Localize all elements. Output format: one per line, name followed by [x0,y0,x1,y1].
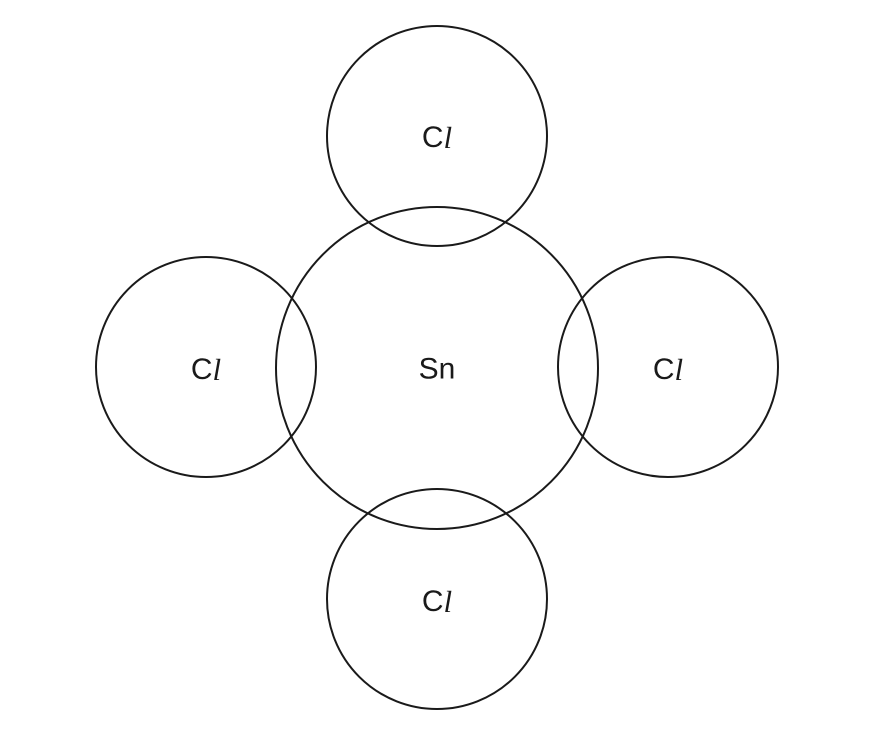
outer-atom-top-label-main: C [422,121,444,154]
outer-atom-bottom-label: Cl [422,584,452,619]
outer-atom-top: Cl [326,25,548,247]
center-atom-circle [275,206,599,530]
outer-atom-bottom: Cl [326,488,548,710]
outer-atom-right-circle [557,256,779,478]
outer-atom-top-circle [326,25,548,247]
outer-atom-left-label-italic: l [213,352,222,387]
outer-atom-right-label: Cl [653,352,683,387]
center-atom: Sn [275,206,599,530]
outer-atom-right-label-italic: l [675,352,684,387]
center-atom-label: Sn [419,353,456,386]
outer-atom-bottom-label-italic: l [444,584,453,619]
outer-atom-right-label-main: C [653,353,675,386]
outer-atom-left-label: Cl [191,352,221,387]
outer-atom-top-label-italic: l [444,120,453,155]
outer-atom-right: Cl [557,256,779,478]
outer-atom-left-label-main: C [191,353,213,386]
outer-atom-bottom-circle [326,488,548,710]
outer-atom-left: Cl [95,256,317,478]
outer-atom-top-label: Cl [422,120,452,155]
outer-atom-left-circle [95,256,317,478]
outer-atom-bottom-label-main: C [422,585,444,618]
